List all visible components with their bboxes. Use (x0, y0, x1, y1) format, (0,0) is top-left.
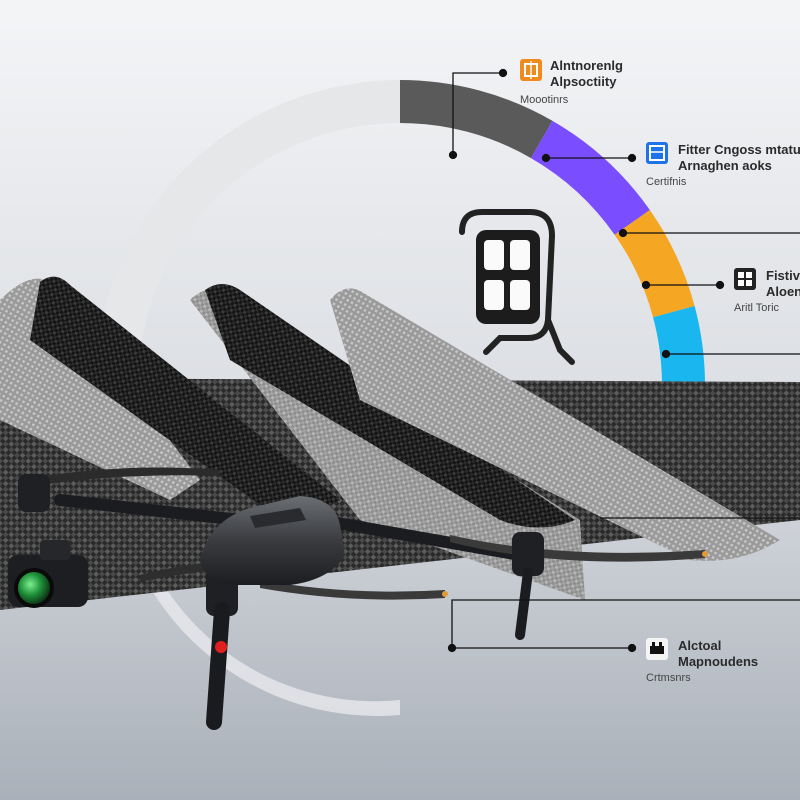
drone (8, 467, 708, 730)
callout-bottom-right-line3: Crtmsnrs (646, 672, 691, 684)
leader-top (452, 72, 503, 155)
callout-mid-right-line2: Aloen (766, 284, 800, 299)
ring-segment-cyan (653, 306, 705, 385)
ring-segment-purple (531, 120, 650, 235)
callout-top-line3: Moootinrs (520, 94, 569, 106)
leader-lines (447, 68, 800, 653)
callout-top-line1: Alntnorenlg (550, 58, 623, 73)
callout-bottom-right-line2: Mapnoudens (678, 654, 759, 669)
controller-icon (459, 209, 575, 365)
leader-bottom-right (451, 599, 800, 649)
propeller-rear-right (450, 535, 705, 562)
motor-rear-right (512, 532, 544, 576)
callout-mid-right-line1: Fistiv (766, 268, 800, 283)
drone-arm-rear-left (54, 494, 246, 526)
ring-segment-orange (614, 210, 695, 318)
panel-icon (646, 142, 668, 164)
ring-segment-dark (400, 80, 553, 159)
drone-body-top-vent (250, 508, 306, 528)
propeller-rear-left (20, 467, 220, 488)
landing-leg (206, 602, 230, 730)
frame-icon (646, 638, 668, 660)
status-led (215, 641, 227, 653)
camera-lens (14, 568, 54, 608)
propeller-front-right (260, 580, 445, 600)
callout-upper-right-line3: Certifnis (646, 176, 687, 188)
callout-top-line2: Alpsoctiity (550, 74, 617, 89)
drone-body (200, 496, 345, 585)
callout-upper-right-line2: Arnaghen aoks (678, 158, 772, 173)
fabric-sheet-black-1 (30, 276, 340, 512)
grid-icon (734, 268, 756, 290)
motor-rear-left (18, 474, 50, 512)
fabric-sheet-light-right (330, 288, 780, 561)
lower-ring-arc (138, 560, 400, 716)
callout-mid-right-line3: Aritl Toric (734, 302, 780, 314)
chip-icon (520, 59, 542, 81)
callout-bottom-right-line1: Alctoal (678, 638, 722, 653)
callout-upper-right-line1: Fitter Cngoss mtatu (678, 142, 800, 157)
